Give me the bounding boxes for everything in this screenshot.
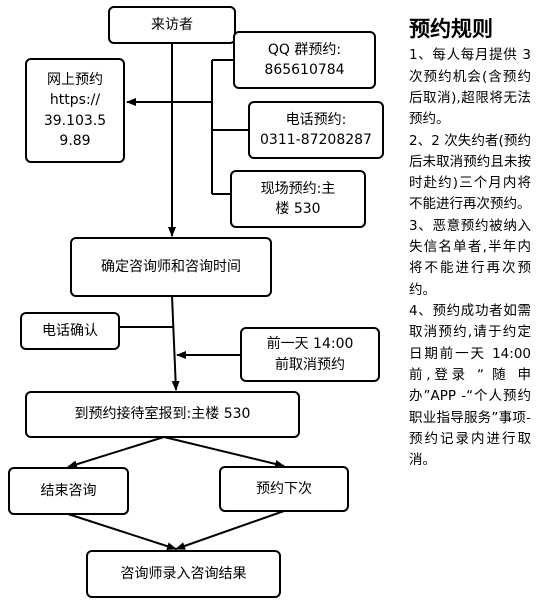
online-booking-line-3: 39.103.5 (43, 112, 107, 129)
onsite-booking-line-2: 楼 530 (275, 201, 321, 217)
confirm-counselor-node: 确定咨询师和咨询时间 (70, 237, 272, 297)
booking-rules-panel: 预约规则 1、每人每月提供 3 次预约机会(含预约后取消),超限将无法预约。 2… (409, 16, 531, 472)
qq-booking-line-1: QQ 群预约: (267, 41, 342, 58)
qq-booking-line-2: 865610784 (264, 62, 345, 78)
phone-booking-line-1: 电话预约: (285, 111, 347, 128)
booking-rule-3: 3、恶意预约被纳入失信名单者,半年内将不能进行再次预约。 (409, 217, 531, 298)
onsite-booking-node: 现场预约:主 楼 530 (230, 170, 366, 228)
cancel-deadline-line-2: 前取消预约 (275, 356, 345, 373)
report-reception-node: 到预约接待室报到:主楼 530 (25, 391, 300, 438)
record-result-label: 咨询师录入咨询结果 (120, 565, 247, 582)
visitor-label: 来访者 (151, 16, 193, 33)
online-booking-line-1: 网上预约 (47, 71, 103, 88)
connector-confirm-to-report (171, 295, 180, 391)
phone-confirm-label: 电话确认 (42, 322, 98, 339)
online-booking-line-2: https:// (49, 92, 101, 109)
qq-booking-node: QQ 群预约: 865610784 (233, 31, 376, 89)
connector-end-to-record (67, 513, 177, 551)
onsite-booking-line-1: 现场预约:主 (260, 180, 336, 197)
book-next-node: 预约下次 (219, 466, 349, 512)
booking-rule-2: 2、2 次失约者(预约后未取消预约且未按时赴约)三个月内将不能进行再次预约。 (409, 132, 531, 213)
cancel-deadline-line-1: 前一天 14:00 (266, 336, 354, 353)
online-booking-line-4: 9.89 (59, 132, 91, 149)
connector-next-to-record (175, 510, 285, 550)
confirm-counselor-label: 确定咨询师和咨询时间 (101, 258, 241, 275)
phone-confirm-node: 电话确认 (20, 312, 120, 350)
visitor-node: 来访者 (108, 6, 236, 44)
end-consult-node: 结束咨询 (8, 467, 129, 515)
phone-booking-line-2: 0311-87208287 (260, 132, 372, 148)
booking-rules-title: 预约规则 (409, 16, 493, 41)
booking-rule-1: 1、每人每月提供 3 次预约机会(含预约后取消),超限将无法预约。 (409, 47, 531, 128)
record-result-node: 咨询师录入咨询结果 (86, 550, 281, 598)
cancel-deadline-node: 前一天 14:00 前取消预约 (240, 327, 380, 382)
booking-rule-4: 4、预约成功者如需取消预约,请于约定日期前一天 14:00 前,登录 “ 随 申… (409, 303, 531, 469)
book-next-label: 预约下次 (256, 480, 312, 497)
end-consult-label: 结束咨询 (40, 482, 97, 499)
phone-booking-node: 电话预约: 0311-87208287 (248, 101, 384, 159)
connector-report-to-end (67, 436, 165, 469)
online-booking-node: 网上预约 https:// 39.103.5 9.89 (25, 58, 125, 163)
report-reception-label: 到预约接待室报到:主楼 530 (74, 406, 251, 423)
connector-report-to-next (163, 436, 285, 468)
